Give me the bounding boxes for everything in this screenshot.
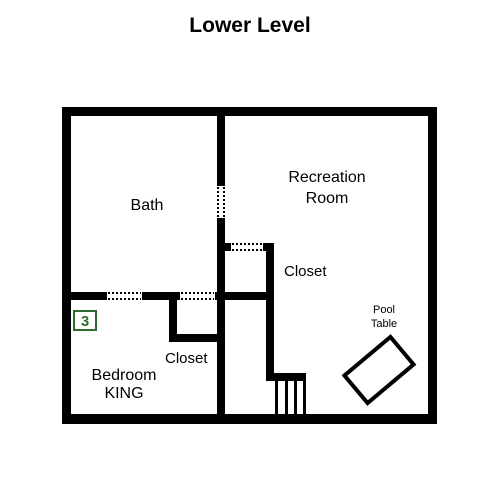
page-title: Lower Level	[189, 14, 310, 37]
pool-table-label-line2: Table	[371, 318, 397, 330]
stairs	[275, 381, 306, 414]
bedroom-number-badge: 3	[73, 310, 97, 331]
room-label-recreation: Recreation	[288, 169, 365, 186]
room-label-closet-bottom: Closet	[165, 350, 208, 367]
door-openings	[108, 187, 262, 300]
room-label-bedroom: Bedroom	[92, 367, 157, 384]
room-label-king: KING	[104, 385, 143, 402]
pool-table-label: Pool	[373, 304, 395, 316]
room-label-closet-right: Closet	[284, 263, 327, 280]
bedroom-number: 3	[81, 313, 89, 330]
room-label-recreation-room: Room	[306, 190, 349, 207]
room-label-bath: Bath	[131, 197, 164, 214]
interior-walls	[71, 116, 306, 414]
pool-table-icon	[341, 334, 417, 406]
outer-walls	[62, 107, 437, 424]
